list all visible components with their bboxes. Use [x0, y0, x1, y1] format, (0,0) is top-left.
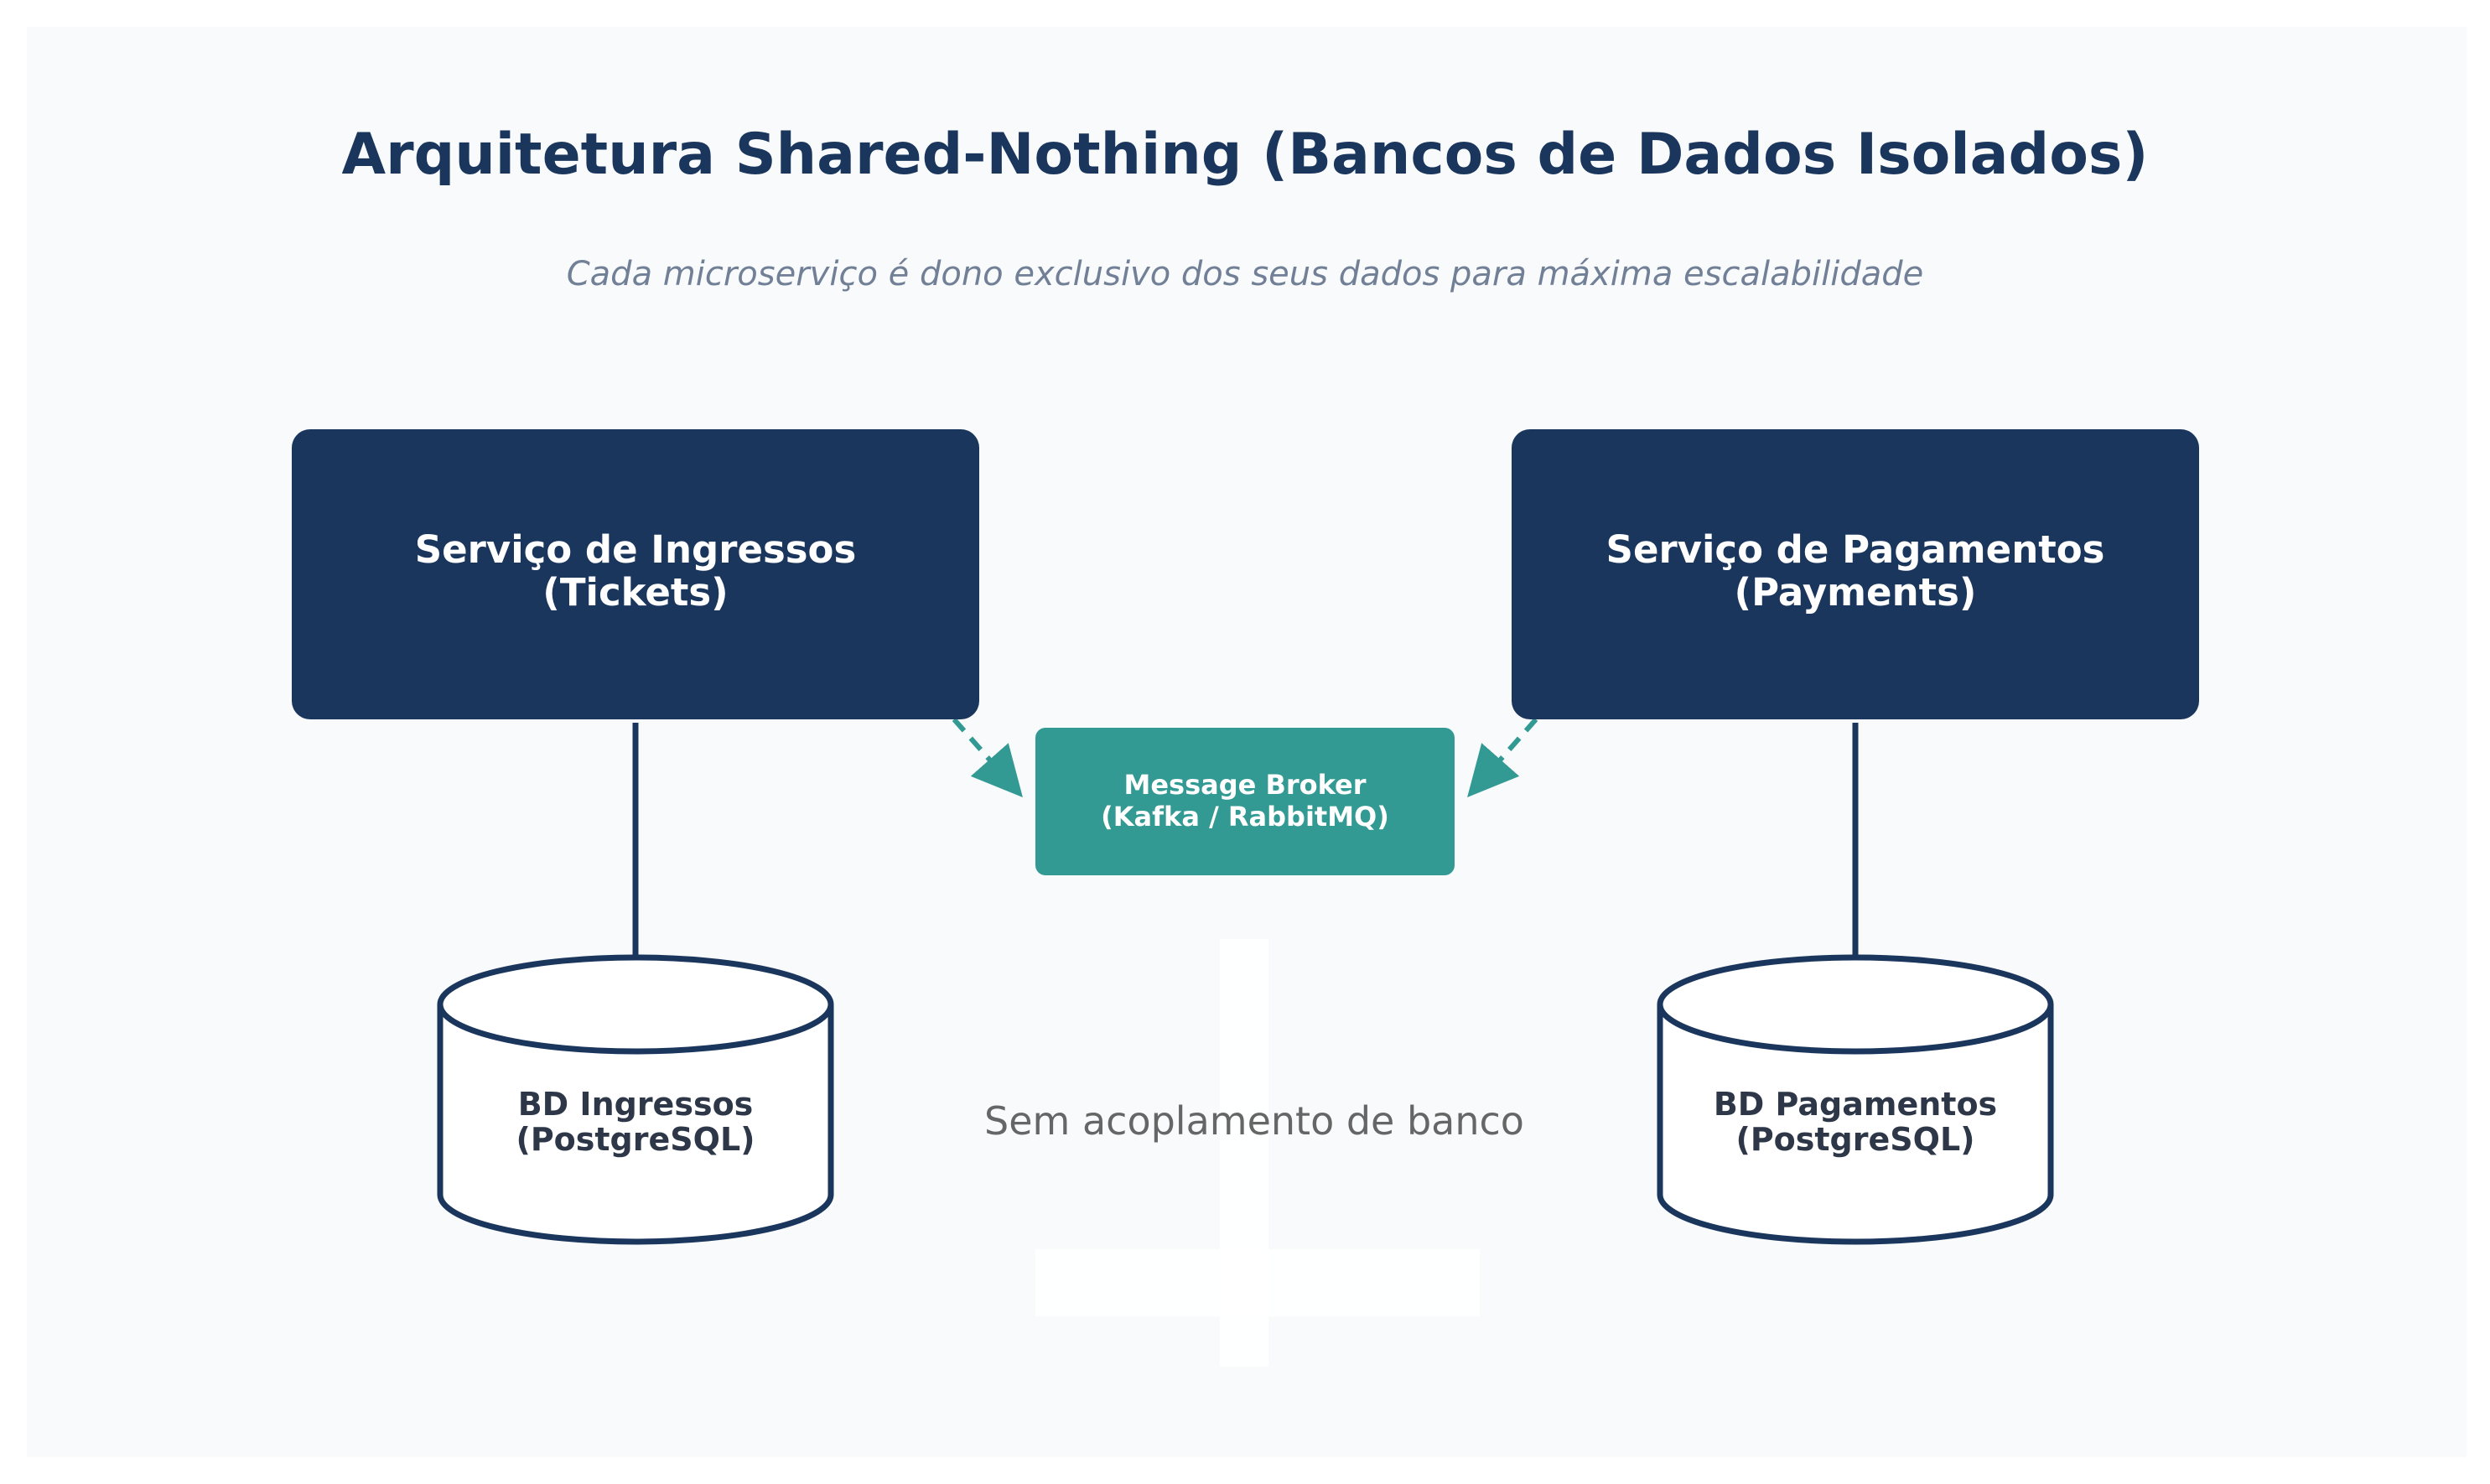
tickets-service-node: Serviço de Ingressos (Tickets)	[292, 429, 979, 719]
payments-service-label: Serviço de Pagamentos	[1606, 527, 2105, 572]
page-title: Arquitetura Shared-Nothing (Bancos de Da…	[342, 122, 2149, 188]
page-subtitle: Cada microserviço é dono exclusivo dos s…	[567, 255, 1924, 293]
payments-to-broker-arrow	[1467, 718, 1538, 798]
tickets-database-label: BD Ingressos	[518, 1086, 754, 1123]
message-broker-label: Message Broker	[1123, 769, 1366, 801]
payments-database-node: BD Pagamentos (PostgreSQL)	[1657, 954, 2054, 1245]
tickets-service-label: Serviço de Ingressos	[415, 527, 857, 572]
message-broker-sublabel: (Kafka / RabbitMQ)	[1101, 801, 1389, 833]
message-broker-node: Message Broker (Kafka / RabbitMQ)	[1035, 728, 1455, 875]
decoupling-note: Sem acoplamento de banco	[984, 1098, 1524, 1144]
payments-service-sublabel: (Payments)	[1735, 570, 1977, 615]
payments-database-label: BD Pagamentos	[1714, 1086, 1997, 1123]
payments-service-node: Serviço de Pagamentos (Payments)	[1512, 429, 2199, 719]
tickets-database-sublabel: (PostgreSQL)	[516, 1121, 755, 1158]
tickets-service-sublabel: (Tickets)	[542, 570, 728, 615]
watermark-horizontal	[1035, 1249, 1480, 1316]
tickets-to-broker-arrow	[952, 718, 1023, 798]
tickets-database-node: BD Ingressos (PostgreSQL)	[437, 954, 834, 1245]
payments-database-sublabel: (PostgreSQL)	[1735, 1121, 1974, 1158]
